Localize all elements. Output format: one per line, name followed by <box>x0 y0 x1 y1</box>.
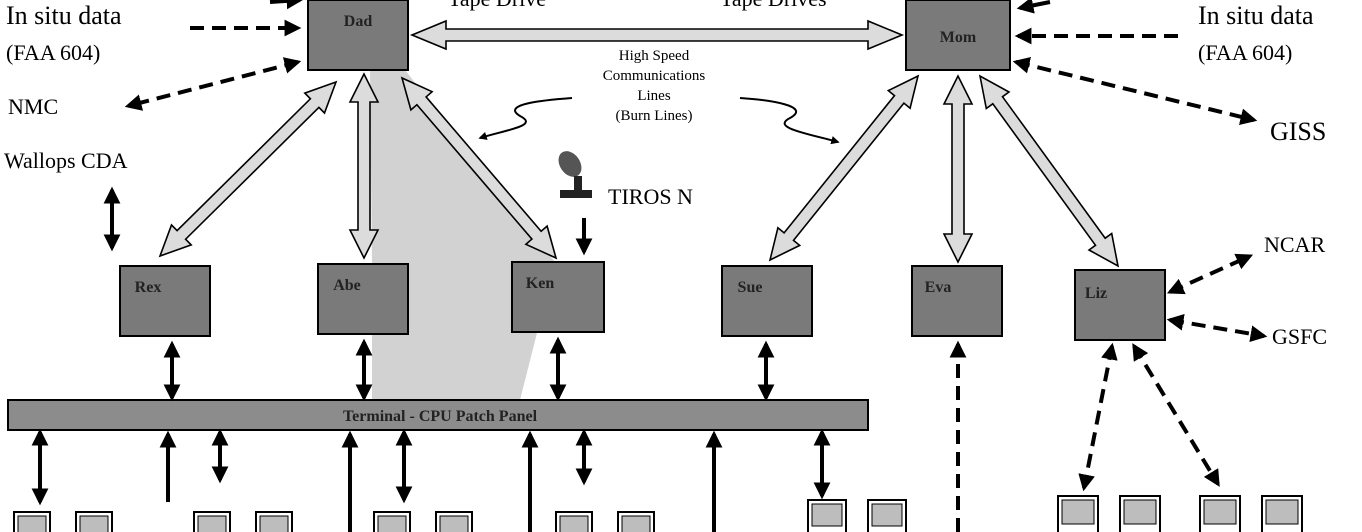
node-liz-label: Liz <box>1085 285 1107 302</box>
node-mom[interactable] <box>905 0 1011 71</box>
terminal-icon[interactable] <box>1057 495 1099 532</box>
terminal-icon[interactable] <box>13 511 51 532</box>
node-abe-label: Abe <box>333 277 361 294</box>
terminal-icon[interactable] <box>193 511 231 532</box>
label-tape-drive-left: Tape Drive <box>448 0 546 11</box>
node-liz[interactable] <box>1074 269 1166 341</box>
shaded-region <box>370 70 555 400</box>
dash-liz-ncar <box>1166 253 1254 295</box>
label-faa-right: (FAA 604) <box>1198 40 1292 65</box>
node-eva-label: Eva <box>925 279 952 296</box>
label-gsfc: GSFC <box>1272 324 1327 349</box>
node-rex-label: Rex <box>135 279 162 296</box>
label-ncar: NCAR <box>1264 232 1325 257</box>
node-sue[interactable] <box>721 265 813 337</box>
patch-panel-label: Terminal - CPU Patch Panel <box>343 408 538 425</box>
label-in-situ-left: In situ data <box>6 1 122 30</box>
node-mom-label: Mom <box>940 29 977 46</box>
node-abe[interactable] <box>317 263 409 335</box>
terminals <box>13 495 1303 532</box>
dbl-arrow-dad-abe <box>348 72 380 260</box>
label-comm-3: Lines <box>637 88 670 104</box>
terminal-icon[interactable] <box>867 499 907 532</box>
label-nmc: NMC <box>8 94 58 119</box>
terminal-icon[interactable] <box>75 511 113 532</box>
node-dad[interactable] <box>307 0 409 71</box>
dbl-arrow-dad-mom <box>409 19 905 51</box>
dash-liz-t1 <box>1078 342 1118 492</box>
dbl-arrow-dad-ken <box>400 76 558 260</box>
node-ken-label: Ken <box>526 275 555 292</box>
satellite-dish-icon <box>558 151 592 198</box>
squiggle-left <box>478 97 573 140</box>
dash-dad-nmc <box>124 57 302 111</box>
label-tiros: TIROS N <box>608 184 693 209</box>
dbl-arrow-mom-eva <box>942 74 974 264</box>
patch-panel-bar <box>7 399 869 431</box>
label-comm-1: High Speed <box>619 48 690 64</box>
terminal-icon[interactable] <box>435 511 473 532</box>
node-sue-label: Sue <box>738 279 763 296</box>
squiggle-right <box>739 97 840 145</box>
dash-topright-mom <box>1016 0 1051 14</box>
label-giss: GISS <box>1270 117 1326 146</box>
node-eva[interactable] <box>911 265 1003 337</box>
terminal-icon[interactable] <box>1199 495 1241 532</box>
node-dad-label: Dad <box>344 13 373 30</box>
label-comm-2: Communications <box>603 68 706 84</box>
dbl-arrow-dad-rex <box>158 80 338 258</box>
node-rex[interactable] <box>119 265 211 337</box>
terminal-icon[interactable] <box>807 499 847 532</box>
dbl-arrow-mom-sue <box>768 74 920 262</box>
dash-topleft-dad <box>269 0 304 10</box>
terminal-icon[interactable] <box>1261 495 1303 532</box>
label-wallops: Wallops CDA <box>4 148 128 173</box>
node-ken[interactable] <box>511 261 605 333</box>
terminal-icon[interactable] <box>1119 495 1161 532</box>
dash-mom-giss <box>1012 57 1258 125</box>
terminal-icon[interactable] <box>617 511 655 532</box>
terminal-icon[interactable] <box>555 511 593 532</box>
dash-liz-t2 <box>1132 343 1220 487</box>
label-in-situ-right: In situ data <box>1198 1 1314 30</box>
label-tape-drives-right: Tape Drives <box>720 0 827 11</box>
terminal-icon[interactable] <box>255 511 293 532</box>
dbl-arrow-mom-liz <box>978 74 1120 268</box>
label-comm-4: (Burn Lines) <box>615 108 692 124</box>
terminal-icon[interactable] <box>373 511 411 532</box>
dash-liz-gsfc <box>1166 313 1268 343</box>
label-faa-left: (FAA 604) <box>6 40 100 65</box>
